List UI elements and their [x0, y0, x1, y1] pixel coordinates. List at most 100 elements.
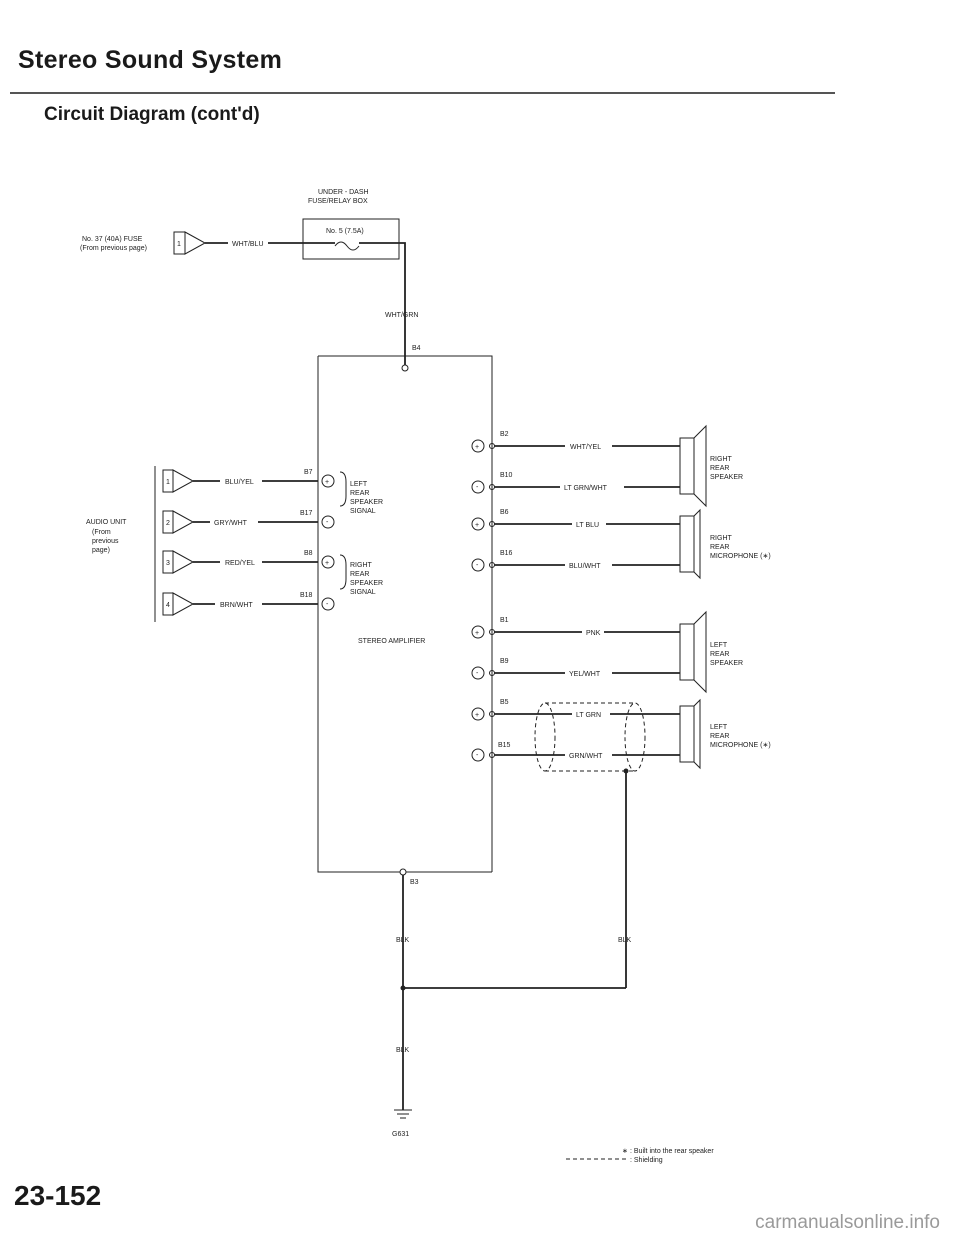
shield-right-loop	[624, 702, 646, 772]
right-speaker-3: SPEAKER	[710, 474, 743, 481]
left-mic-2: REAR	[710, 733, 729, 740]
wire-pnk-label: PNK	[586, 630, 601, 637]
shielding: BLK	[534, 702, 646, 988]
conn2-num: 2	[166, 520, 170, 527]
legend-dash-text: : Shielding	[630, 1157, 663, 1164]
left-mic-cap	[693, 698, 701, 770]
rear-devices: RIGHT REAR SPEAKER RIGHT REAR MICROPHONE…	[679, 424, 771, 770]
wire-wht-grn-label: WHT/GRN	[385, 312, 418, 319]
left-signal-1: LEFT	[350, 481, 368, 488]
left-mic-body	[679, 705, 695, 763]
wire-lt-blu-label: LT BLU	[576, 522, 599, 529]
page-number: 23-152	[14, 1180, 102, 1211]
legend: ∗ : Built into the rear speaker : Shield…	[566, 1148, 714, 1164]
right-signal-2: REAR	[350, 571, 369, 578]
input-signal-labels: + - + - LEFT REAR SPEAKER SIGNAL RIGHT R…	[321, 471, 383, 611]
left-signal-4: SIGNAL	[350, 508, 376, 515]
conn2-arrow	[172, 510, 195, 534]
wire-blk-label-2: BLK	[618, 937, 632, 944]
left-signal-brace	[339, 471, 347, 507]
right-mic-3: MICROPHONE (∗)	[710, 553, 771, 560]
plus-b7-sign: +	[325, 479, 329, 486]
audio-unit-label-4: page)	[92, 547, 110, 554]
fuse-relay-box: UNDER - DASH FUSE/RELAY BOX No. 5 (7.5A)	[302, 189, 400, 260]
conn3-arrow	[172, 550, 195, 574]
wire-ltgrn-wht-label: LT GRN/WHT	[564, 485, 608, 492]
right-speaker-body	[679, 437, 695, 495]
plus-b2	[471, 439, 485, 453]
wire-blk-label-1: BLK	[396, 937, 410, 944]
minus-b18	[321, 597, 335, 611]
right-mic-cap	[693, 508, 701, 580]
wire-wht-yel-label: WHT/YEL	[570, 444, 601, 451]
fuse-label: No. 5 (7.5A)	[326, 228, 364, 235]
left-mic-1: LEFT	[710, 724, 728, 731]
plus-b8-sign: +	[325, 560, 329, 567]
left-signal-2: REAR	[350, 490, 369, 497]
plus-b1	[471, 625, 485, 639]
wire-blk-label-3: BLK	[396, 1047, 410, 1054]
left-rear-speaker: LEFT REAR SPEAKER	[679, 610, 743, 694]
audio-unit-label-2: (From	[92, 529, 111, 536]
pin-b9: B9	[500, 658, 509, 665]
fuse-box-outline	[302, 218, 400, 260]
pin-b15: B15	[498, 742, 511, 749]
wire-blu-wht-label: BLU/WHT	[569, 563, 601, 570]
page-subtitle: Circuit Diagram (cont'd)	[44, 104, 260, 125]
wire-yel-wht-label: YEL/WHT	[569, 671, 601, 678]
minus-b9	[471, 666, 485, 680]
minus-b9-sign: -	[476, 670, 479, 677]
conn3-num: 3	[166, 560, 170, 567]
fuse-symbol	[334, 241, 360, 251]
ground-name: G631	[392, 1131, 409, 1138]
minus-b17	[321, 515, 335, 529]
source-fuse-line2: (From previous page)	[80, 245, 147, 252]
plus-b6	[471, 517, 485, 531]
stereo-amplifier: STEREO AMPLIFIER	[317, 355, 493, 873]
fuse-box-name-2: FUSE/RELAY BOX	[308, 198, 368, 205]
pin-b7: B7	[304, 469, 313, 476]
wire-red-yel-label: RED/YEL	[225, 560, 255, 567]
legend-star-text: : Built into the rear speaker	[630, 1148, 714, 1155]
plus-b7	[321, 474, 335, 488]
left-signal-3: SPEAKER	[350, 499, 383, 506]
wire-grn-wht-label: GRN/WHT	[569, 753, 603, 760]
ground-circuit: B3 BLK BLK G631	[392, 868, 626, 1138]
amp-top-right	[405, 355, 493, 432]
pin-b5: B5	[500, 699, 509, 706]
right-signal-1: RIGHT	[350, 562, 373, 569]
minus-b16	[471, 558, 485, 572]
pin-b4-dot	[401, 364, 409, 372]
left-speaker-3: SPEAKER	[710, 660, 743, 667]
left-mic-3: MICROPHONE (∗)	[710, 742, 771, 749]
audio-unit-label-3: previous	[92, 538, 119, 545]
right-mic-body	[679, 515, 695, 573]
pin-b3: B3	[410, 879, 419, 886]
right-signal-4: SIGNAL	[350, 589, 376, 596]
minus-b17-sign: -	[326, 519, 329, 526]
left-speaker-2: REAR	[710, 651, 729, 658]
plus-b5-sign: +	[475, 712, 479, 719]
pin-b18: B18	[300, 592, 313, 599]
conn1-arrow	[172, 469, 195, 493]
plus-b8	[321, 555, 335, 569]
amp-outputs: + B2 WHT/YEL - B10 LT GRN/WHT + B6 LT BL…	[471, 431, 680, 790]
pin-b8: B8	[304, 550, 313, 557]
left-rear-microphone: LEFT REAR MICROPHONE (∗)	[679, 698, 771, 770]
minus-b18-sign: -	[326, 601, 329, 608]
watermark: carmanualsonline.info	[755, 1212, 940, 1233]
minus-b16-sign: -	[476, 562, 479, 569]
plus-b1-sign: +	[475, 630, 479, 637]
legend-star-symbol: ∗	[622, 1148, 628, 1155]
right-rear-microphone: RIGHT REAR MICROPHONE (∗)	[679, 508, 771, 580]
pin-b10: B10	[500, 472, 513, 479]
right-speaker-1: RIGHT	[710, 456, 733, 463]
amp-name: STEREO AMPLIFIER	[358, 638, 425, 645]
ground-junction	[400, 985, 406, 991]
pin-b17: B17	[300, 510, 313, 517]
plus-b6-sign: +	[475, 522, 479, 529]
right-speaker-cone	[693, 424, 707, 508]
source-fuse-line1: No. 37 (40A) FUSE	[82, 236, 143, 243]
conn4-arrow	[172, 592, 195, 616]
